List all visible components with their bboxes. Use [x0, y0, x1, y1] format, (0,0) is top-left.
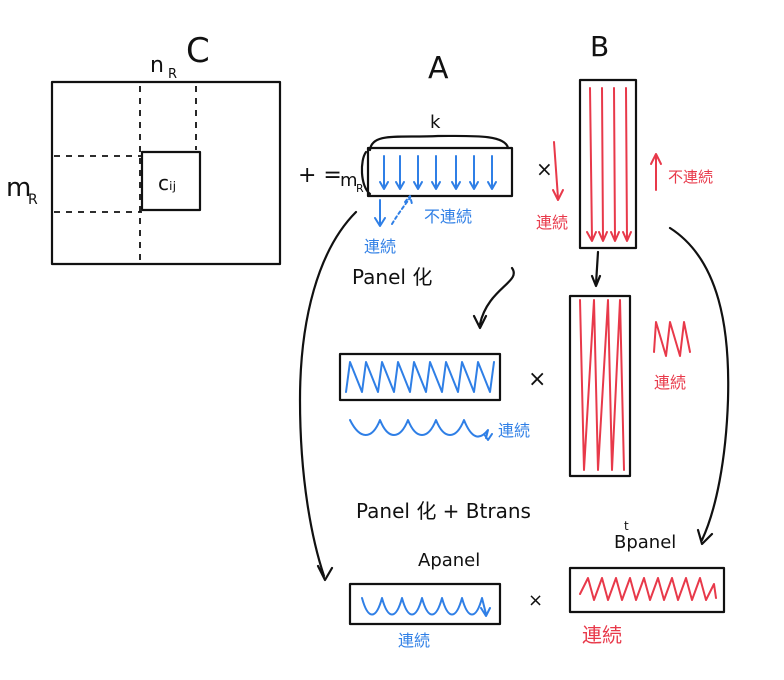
arrow-a-to-apanel — [298, 210, 358, 582]
label-bpanel-sup: t — [624, 519, 629, 533]
label-mr2: m — [340, 170, 358, 191]
cij-block — [140, 150, 202, 212]
label-mr: m — [6, 173, 31, 203]
label-c: C — [186, 31, 210, 71]
label-panel: Panel 化 — [352, 265, 432, 289]
label-times-1: × — [536, 157, 553, 181]
label-k: k — [430, 112, 441, 133]
label-mr-sub: R — [28, 192, 38, 208]
b-noncontig-arrow — [650, 153, 662, 191]
panel-b-zigzag — [579, 299, 625, 471]
label-apanel-contig: 連続 — [398, 631, 430, 650]
label-b: B — [590, 30, 609, 63]
panel-b-frame — [568, 294, 632, 478]
label-b-contig: 連続 — [536, 213, 568, 232]
b-contig-arrow — [552, 141, 564, 201]
label-times-3: × — [528, 590, 543, 611]
matrix-a-column-arrows — [379, 155, 497, 190]
bpanel-zigzag — [579, 577, 717, 601]
panel-a-zigzag — [345, 361, 495, 393]
k-brace — [368, 134, 510, 152]
arrow-a-to-panel — [472, 266, 515, 330]
label-nr: n — [150, 53, 164, 78]
matrix-c-frame — [50, 80, 282, 266]
arrow-b-to-bpanel — [668, 226, 730, 546]
label-b-panel-contig: 連続 — [654, 373, 686, 392]
label-b-noncontig: 不連続 — [668, 168, 713, 186]
a-contig-arrow — [374, 199, 386, 227]
label-panel-btrans: Panel 化 + Btrans — [356, 499, 531, 523]
label-apanel: Apanel — [418, 550, 480, 571]
arrow-b-to-middle-b — [590, 250, 602, 288]
label-cij: cᵢⱼ — [158, 171, 176, 195]
label-times-2: × — [528, 367, 546, 392]
label-nr-sub: R — [168, 67, 177, 82]
matrix-b-column-arrows — [586, 87, 632, 242]
panel-a-frame — [338, 352, 502, 402]
bpanel-frame — [568, 566, 726, 614]
label-a: A — [428, 51, 449, 86]
apanel-frame — [348, 582, 502, 626]
matrix-b-frame — [578, 78, 638, 250]
label-panel-contig: 連続 — [498, 421, 530, 440]
panel-b-zigzag-icon — [653, 321, 691, 357]
label-a-contig: 連続 — [364, 237, 396, 256]
matrix-a-frame — [366, 146, 514, 198]
label-bpanel-contig: 連続 — [582, 623, 622, 647]
label-a-noncontig: 不連続 — [424, 207, 472, 226]
label-bpanel: Bpanel — [614, 532, 676, 553]
a-noncontig-arrow — [391, 195, 413, 225]
matrix-c — [50, 80, 282, 266]
apanel-wave — [361, 597, 491, 617]
label-mr2-sub: R — [356, 182, 364, 195]
label-plus-equals: + = — [298, 163, 342, 188]
panel-a-contig-wave — [349, 419, 493, 441]
